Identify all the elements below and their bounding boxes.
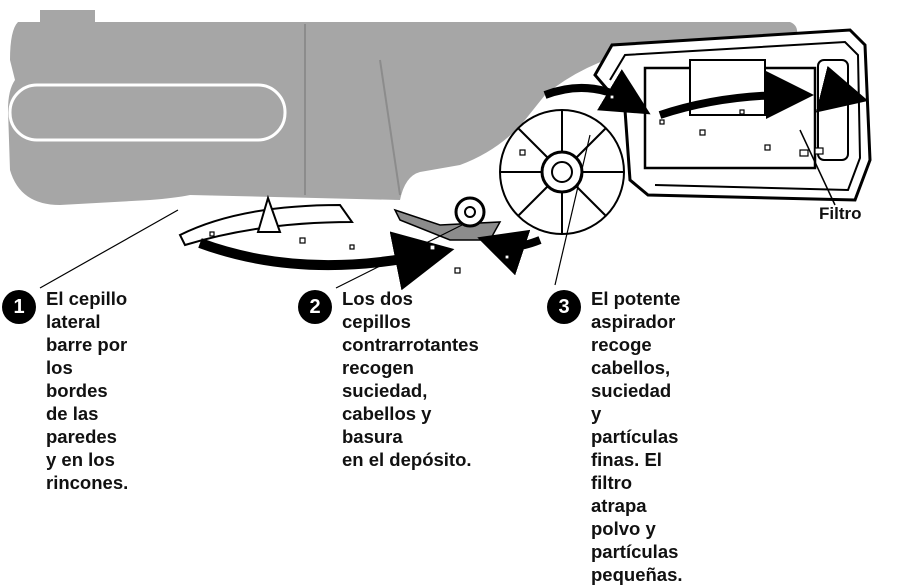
body-panel-line-2 — [379, 59, 401, 196]
callout-3-leader — [554, 134, 591, 286]
brush-return-arrow — [477, 229, 542, 276]
intake-arrow — [543, 69, 651, 115]
bin-exhaust-slot — [817, 59, 849, 161]
body-handle-slot — [8, 83, 287, 142]
bin-flow-arrow-2 — [815, 65, 869, 113]
step-3-description: El potente aspirador recoge cabellos, su… — [591, 288, 683, 585]
dust-bin-inner-wall — [609, 40, 862, 192]
filter-label: Filtro — [819, 204, 862, 223]
filter-leader-line — [799, 129, 836, 206]
step-2-description: Los dos cepillos contrarrotantes recogen… — [342, 288, 479, 470]
step-3-badge: 3 — [547, 290, 581, 324]
callout-1-leader — [39, 209, 179, 289]
body-top-notch — [40, 10, 95, 26]
large-brush-blades — [500, 110, 624, 234]
floor-airflow-arrow — [198, 231, 455, 291]
callout-2-leader — [335, 224, 463, 289]
small-brush-axle — [464, 206, 476, 218]
bin-flow-arrow-1 — [658, 71, 814, 120]
step-1-description: El cepillo lateral barre por los bordes … — [46, 288, 129, 493]
debris-particles — [209, 94, 824, 274]
robot-vacuum-cross-section — [8, 10, 872, 291]
step-1-badge: 1 — [2, 290, 36, 324]
large-brush-axle — [551, 161, 573, 183]
robot-body — [8, 22, 798, 205]
step-2-badge: 2 — [298, 290, 332, 324]
side-brush-hub — [256, 194, 282, 233]
